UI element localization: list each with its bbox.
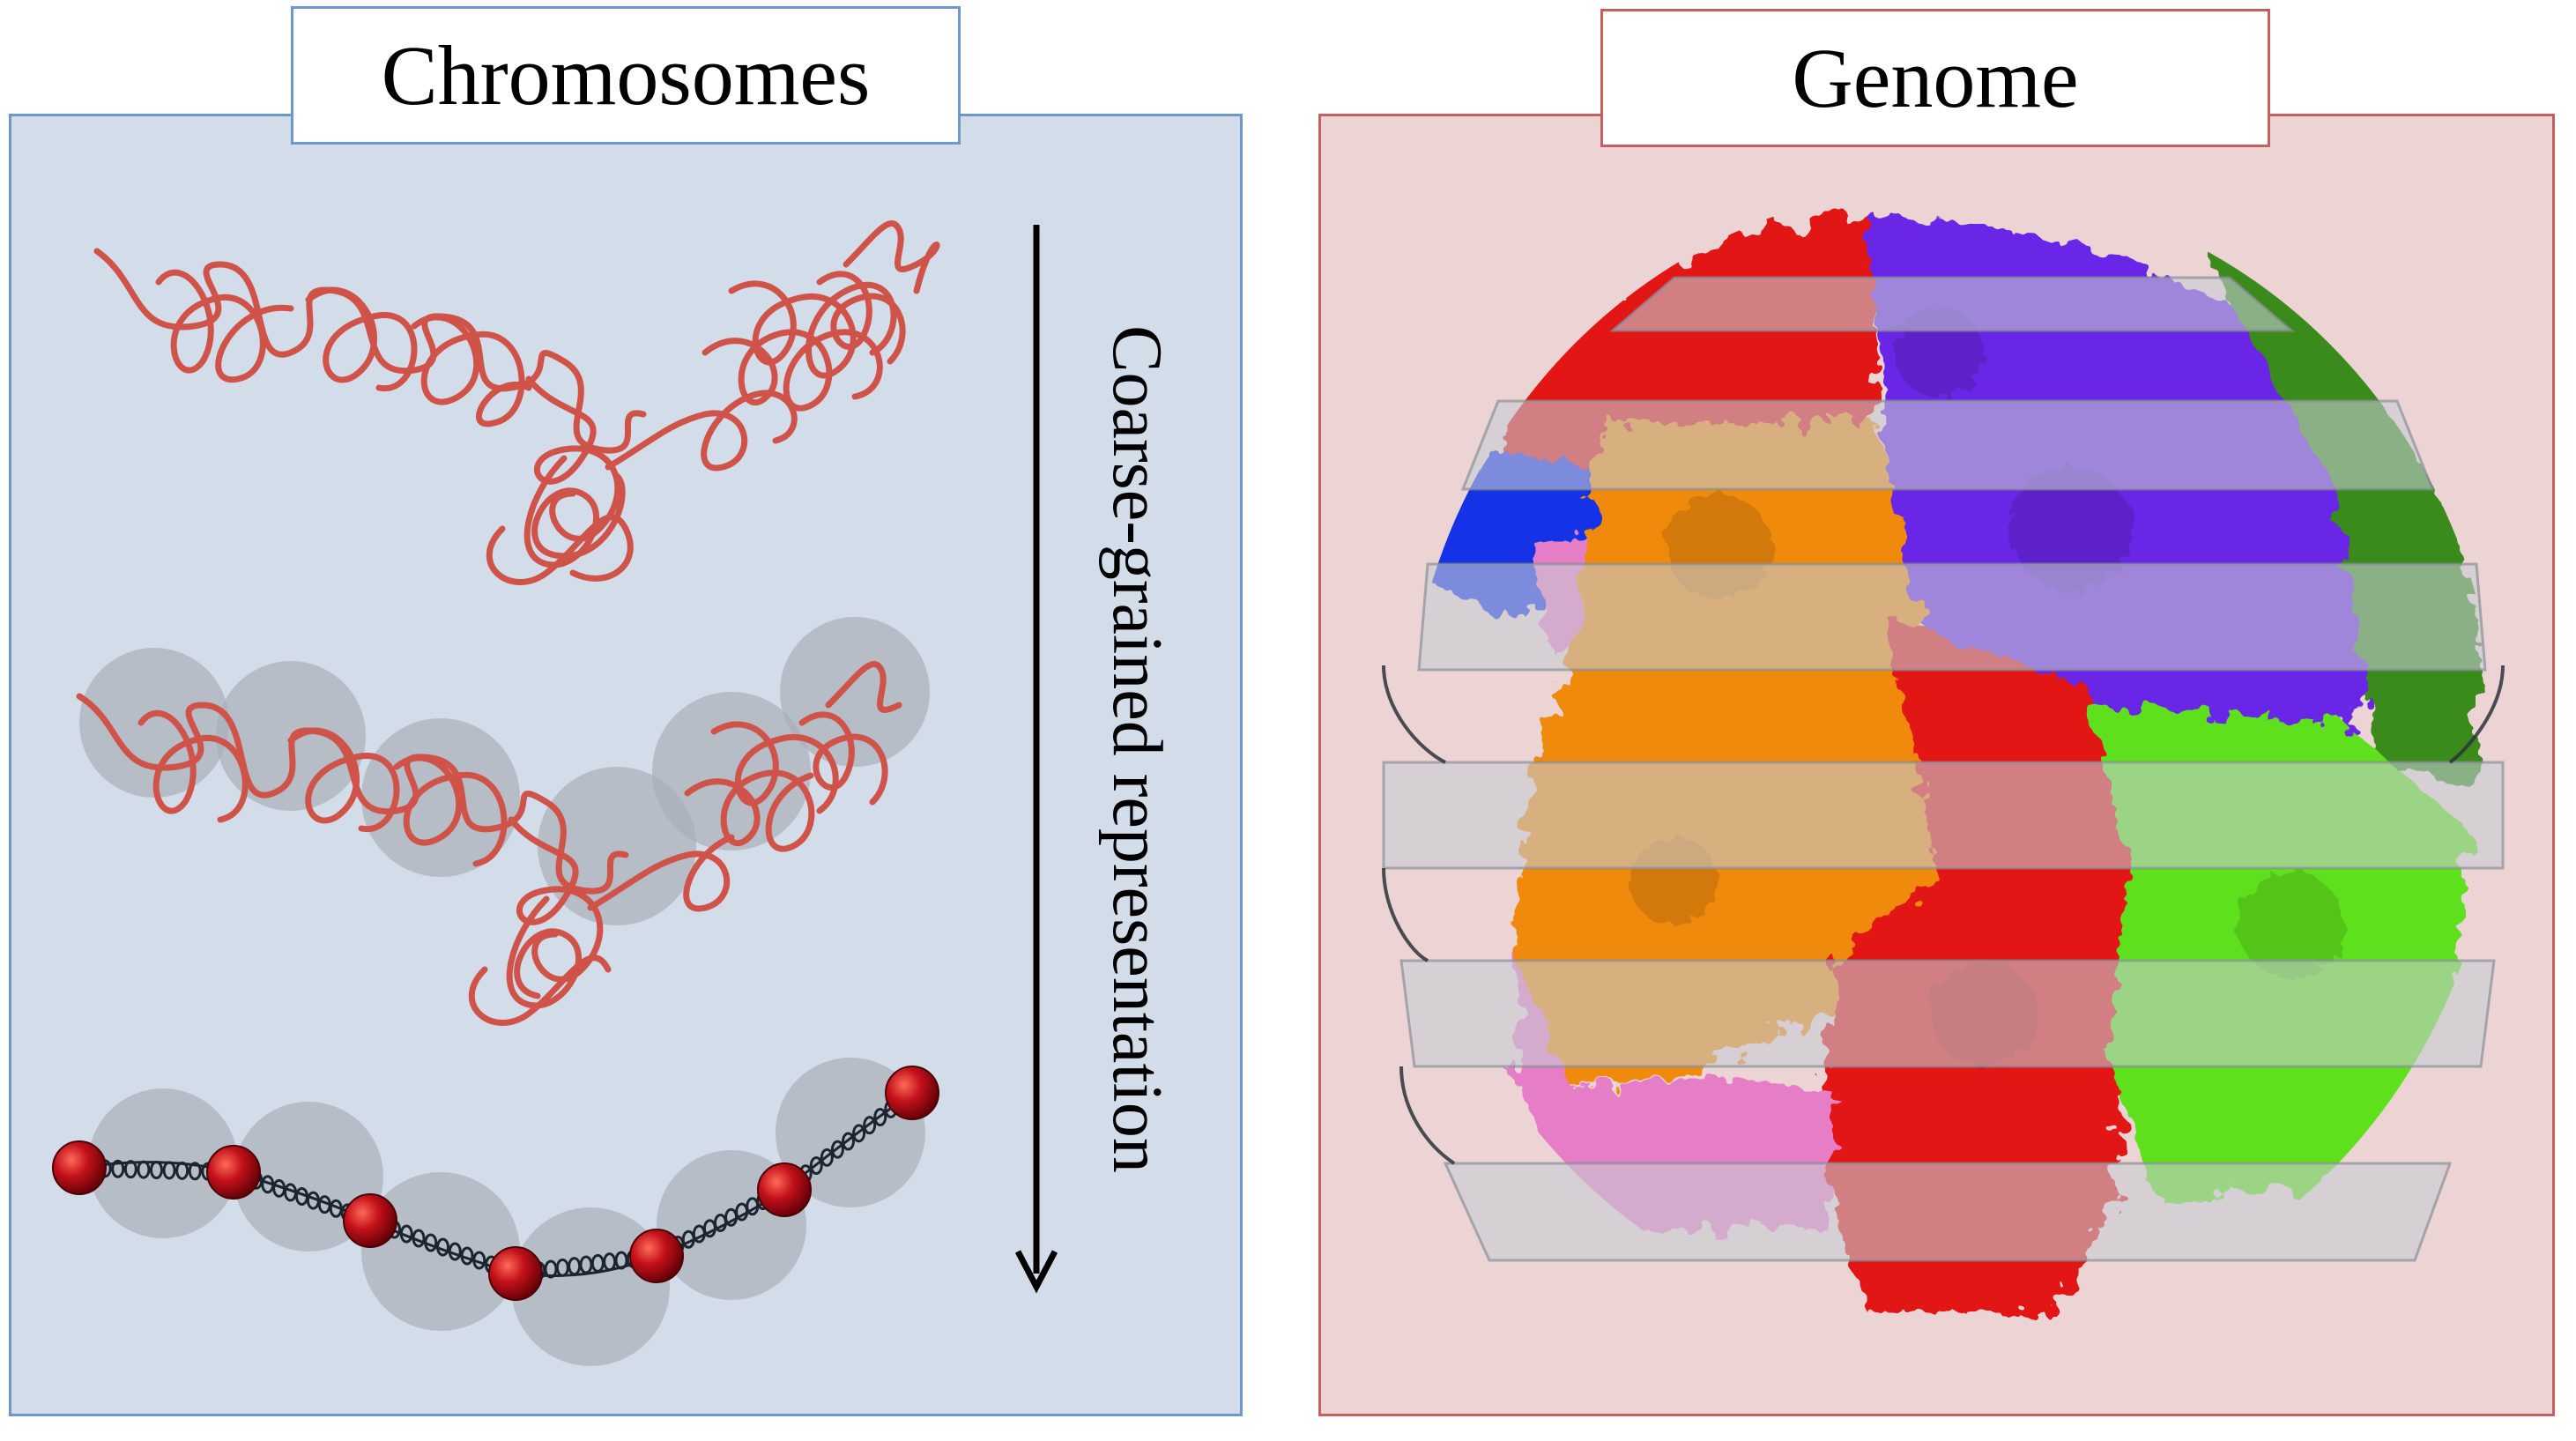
spring-coil [472, 1251, 486, 1270]
spring-coil [424, 1233, 438, 1252]
spring-coil [412, 1229, 426, 1248]
spring-coil [809, 1156, 823, 1175]
spring-coil [137, 1160, 151, 1179]
coarse-grained-label: Coarse-grained representation [1098, 325, 1176, 1173]
bead [52, 1140, 107, 1195]
spring-coil [175, 1161, 189, 1180]
spring-coil [820, 1148, 834, 1167]
coarse-graining-arrow [1014, 225, 1058, 1294]
chromatin-coarse-strand [76, 661, 902, 1026]
spring-coil [702, 1219, 716, 1238]
spring-coil [295, 1187, 308, 1206]
spring-coil [261, 1175, 275, 1194]
spring-coil [724, 1207, 739, 1227]
spring-coil [162, 1161, 176, 1180]
spring-coil [681, 1229, 695, 1249]
spring-coil [863, 1116, 877, 1135]
spring-coil [111, 1159, 125, 1178]
chromatin-domain-spheres [79, 617, 930, 925]
spring-coil [284, 1183, 298, 1202]
bead [757, 1162, 812, 1217]
spring-coil [735, 1202, 749, 1222]
spring-coil [436, 1237, 449, 1257]
spring-coil [460, 1246, 474, 1266]
bead [885, 1066, 939, 1120]
spring-coil [329, 1199, 343, 1218]
chromatin-fine-strand [93, 220, 940, 585]
bead [488, 1246, 543, 1301]
genome-title: Genome [1600, 9, 2270, 147]
spring-coil [692, 1224, 706, 1244]
spring-coil [317, 1195, 331, 1214]
spring-coil [746, 1197, 760, 1216]
beads [52, 1066, 939, 1301]
spring-coil [150, 1161, 163, 1179]
spring-coil [123, 1160, 137, 1179]
chromosomes-title: Chromosomes [291, 6, 961, 145]
chromosomes-title-text: Chromosomes [381, 28, 871, 123]
bead [206, 1145, 261, 1200]
genome-title-text: Genome [1792, 31, 2079, 125]
spring-coil [272, 1178, 286, 1198]
spring-coil [448, 1242, 462, 1261]
spring-coil [830, 1140, 844, 1159]
spring-coil [842, 1132, 855, 1151]
spring-coil [852, 1124, 866, 1143]
nuclear-slices [1382, 276, 2505, 1262]
spring-coil [306, 1191, 320, 1210]
spring-coil [399, 1224, 413, 1244]
bead [343, 1193, 397, 1248]
spring-coil [714, 1214, 727, 1232]
spring-coil [873, 1108, 887, 1126]
bead [629, 1229, 684, 1283]
spring-coil [188, 1162, 202, 1181]
